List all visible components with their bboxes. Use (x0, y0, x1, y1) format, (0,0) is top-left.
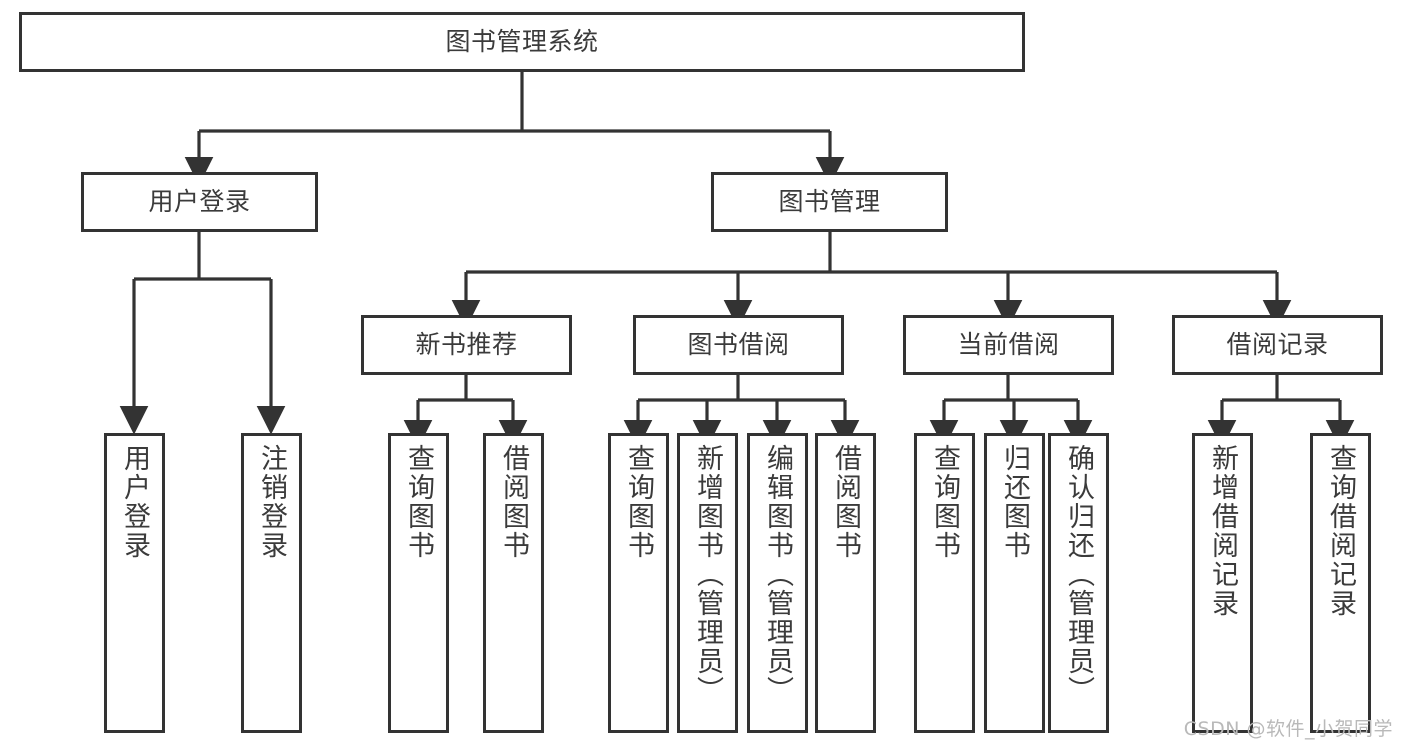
node-user-login[interactable]: 用户登录 (81, 172, 318, 232)
node-root-label: 图书管理系统 (445, 26, 599, 56)
node-leaf-query-borrow-record-label: 查询借阅记录 (1325, 444, 1356, 618)
watermark-text: CSDN @软件_小贺同学 (1183, 718, 1393, 740)
node-leaf-user-login-label: 用户登录 (119, 444, 150, 560)
node-book-borrow-label: 图书借阅 (687, 329, 790, 359)
node-leaf-logout-login-label: 注销登录 (256, 444, 287, 560)
node-leaf-return-book-label: 归还图书 (999, 444, 1030, 560)
node-leaf-query-book-1[interactable]: 查询图书 (388, 433, 449, 733)
node-leaf-query-book-1-label: 查询图书 (403, 444, 434, 560)
node-book-management-label: 图书管理 (778, 186, 881, 216)
node-borrow-record-label: 借阅记录 (1226, 329, 1329, 359)
node-borrow-record[interactable]: 借阅记录 (1172, 315, 1383, 375)
node-book-management[interactable]: 图书管理 (711, 172, 948, 232)
node-leaf-query-book-3[interactable]: 查询图书 (914, 433, 975, 733)
node-leaf-confirm-return-admin[interactable]: 确认归还（管理员） (1048, 433, 1109, 733)
node-leaf-add-borrow-record-label: 新增借阅记录 (1207, 444, 1238, 618)
node-leaf-user-login[interactable]: 用户登录 (104, 433, 165, 733)
node-root[interactable]: 图书管理系统 (19, 12, 1025, 72)
node-leaf-borrow-book-2[interactable]: 借阅图书 (815, 433, 876, 733)
node-leaf-confirm-return-admin-label: 确认归还（管理员） (1063, 444, 1094, 705)
node-user-login-label: 用户登录 (148, 186, 251, 216)
node-new-book-recommend[interactable]: 新书推荐 (361, 315, 572, 375)
node-leaf-query-borrow-record[interactable]: 查询借阅记录 (1310, 433, 1371, 733)
node-leaf-borrow-book-1[interactable]: 借阅图书 (483, 433, 544, 733)
node-leaf-borrow-book-2-label: 借阅图书 (830, 444, 861, 560)
node-leaf-query-book-2[interactable]: 查询图书 (608, 433, 669, 733)
node-leaf-add-borrow-record[interactable]: 新增借阅记录 (1192, 433, 1253, 733)
node-leaf-borrow-book-1-label: 借阅图书 (498, 444, 529, 560)
node-book-borrow[interactable]: 图书借阅 (633, 315, 844, 375)
node-new-book-recommend-label: 新书推荐 (415, 329, 518, 359)
node-leaf-logout-login[interactable]: 注销登录 (241, 433, 302, 733)
node-leaf-query-book-3-label: 查询图书 (929, 444, 960, 560)
node-leaf-edit-book-admin[interactable]: 编辑图书（管理员） (747, 433, 808, 733)
node-leaf-return-book[interactable]: 归还图书 (984, 433, 1045, 733)
node-leaf-edit-book-admin-label: 编辑图书（管理员） (762, 444, 793, 705)
node-current-borrow[interactable]: 当前借阅 (903, 315, 1114, 375)
node-current-borrow-label: 当前借阅 (957, 329, 1060, 359)
node-leaf-add-book-admin-label: 新增图书（管理员） (692, 444, 723, 705)
node-leaf-query-book-2-label: 查询图书 (623, 444, 654, 560)
node-leaf-add-book-admin[interactable]: 新增图书（管理员） (677, 433, 738, 733)
